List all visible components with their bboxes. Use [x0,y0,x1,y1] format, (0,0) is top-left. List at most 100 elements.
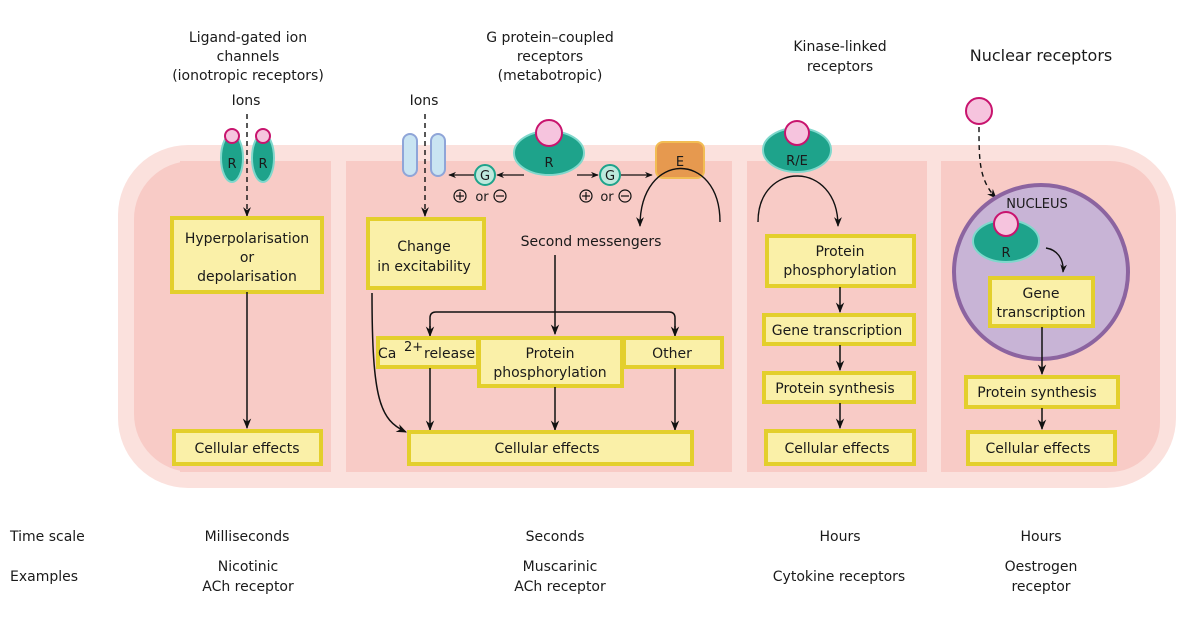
box-cellular-effects: Cellular effects [172,429,323,466]
enzyme-cycle-arrow [636,167,721,227]
ions-label: Ions [410,93,439,109]
box-cellular-effects: Cellular effects [407,430,694,466]
svg-text:Protein: Protein [525,346,574,362]
svg-text:channels: channels [217,49,280,65]
ligand-icon [255,128,271,144]
example-nuclear: Oestrogen receptor [1005,559,1078,595]
box-calcium-release: Ca 2+ release [376,336,480,369]
box-gene-transcription: Gene transcription [988,276,1095,328]
svg-text:phosphorylation: phosphorylation [783,263,896,279]
svg-text:Change: Change [397,239,451,255]
svg-text:E: E [676,155,684,170]
nucleus: NUCLEUS [952,183,1130,361]
svg-text:depolarisation: depolarisation [197,269,297,285]
svg-text:ACh receptor: ACh receptor [202,579,294,595]
minus-icon [618,189,632,203]
time-scale-row-label: Time scale [9,529,85,545]
branch-arrow [429,311,676,334]
svg-text:Cellular effects: Cellular effects [985,441,1090,457]
receptor-label: R [1001,246,1010,261]
example-kinase: Cytokine receptors [773,569,905,585]
svg-text:transcription: transcription [996,305,1085,321]
title-ligand-gated: Ligand-gated ion channels (ionotropic re… [172,30,324,84]
box-cellular-effects: Cellular effects [764,429,916,466]
svg-text:Cellular effects: Cellular effects [194,441,299,457]
enzyme-effector: E [655,141,705,179]
modulation-left: or [453,189,507,205]
arrow [1045,247,1067,273]
svg-text:receptors: receptors [517,49,583,65]
panel-gpcr [346,161,732,472]
svg-text:Gene: Gene [1023,286,1060,302]
title-kinase-linked: Kinase-linked receptors [793,39,886,75]
svg-text:Protein synthesis: Protein synthesis [977,385,1096,401]
box-change-excitability: Change in excitability [366,217,486,290]
svg-text:G protein–coupled: G protein–coupled [486,30,613,46]
svg-text:Oestrogen: Oestrogen [1005,559,1078,575]
svg-text:receptors: receptors [807,59,873,75]
svg-text:G: G [605,169,615,184]
example-gpcr: Muscarinic ACh receptor [514,559,606,595]
ligand-icon [993,211,1019,237]
time-scale-kinase: Hours [819,529,860,545]
svg-text:Ligand-gated ion: Ligand-gated ion [189,30,307,46]
svg-text:or: or [475,190,489,205]
box-protein-synthesis: Protein synthesis [964,375,1120,409]
svg-text:2+: 2+ [404,340,423,355]
receptor-label: R/E [786,154,808,169]
receptor-label: R [258,157,267,172]
excitability-arrow [371,292,407,433]
ions-label: Ions [232,93,261,109]
plus-icon [453,189,467,203]
box-protein-phosphorylation: Protein phosphorylation [765,234,916,288]
svg-text:receptor: receptor [1011,579,1070,595]
svg-text:Other: Other [652,346,692,362]
svg-text:Cytokine receptors: Cytokine receptors [773,569,905,585]
ligand-icon [535,119,563,147]
kinase-receptor: R/E [762,120,832,173]
example-ligand-gated: Nicotinic ACh receptor [202,559,294,595]
svg-text:or: or [240,250,255,266]
svg-text:G: G [480,169,490,184]
nuclear-receptor: R [972,211,1040,263]
svg-text:Cellular effects: Cellular effects [494,441,599,457]
svg-text:Kinase-linked: Kinase-linked [793,39,886,55]
svg-text:phosphorylation: phosphorylation [493,365,606,381]
modulation-right: or [579,189,632,205]
box-protein-synthesis: Protein synthesis [762,371,916,404]
svg-text:Nuclear receptors: Nuclear receptors [970,46,1113,65]
nucleus-label: NUCLEUS [1006,197,1068,212]
svg-text:Gene transcription: Gene transcription [772,323,902,339]
second-messengers-label: Second messengers [521,234,662,250]
ion-channel-receptor: R R [220,128,275,183]
g-protein-left: G [474,164,496,186]
autophosphorylation-arrow [757,175,842,227]
svg-text:in excitability: in excitability [377,259,471,275]
minus-icon [493,189,507,203]
plus-icon [579,189,593,203]
box-hyperpolarisation: Hyperpolarisation or depolarisation [170,216,324,294]
ligand-icon [224,128,240,144]
svg-text:Cellular effects: Cellular effects [784,441,889,457]
box-other: Other [622,336,724,369]
svg-text:or: or [600,190,614,205]
ion-channel-icon [402,133,446,177]
ligand-icon [965,97,993,125]
receptor-label: R [544,156,553,171]
title-gpcr: G protein–coupled receptors (metabotropi… [486,30,613,84]
svg-text:Protein synthesis: Protein synthesis [775,381,894,397]
svg-text:Ca: Ca [378,346,396,362]
svg-text:Hyperpolarisation: Hyperpolarisation [185,231,309,247]
box-cellular-effects: Cellular effects [966,430,1117,466]
svg-text:Protein: Protein [815,244,864,260]
time-scale-gpcr: Seconds [526,529,585,545]
receptor-label: R [227,157,236,172]
time-scale-nuclear: Hours [1020,529,1061,545]
svg-text:Muscarinic: Muscarinic [523,559,598,575]
svg-text:(metabotropic): (metabotropic) [498,68,603,84]
ligand-icon [784,120,810,146]
svg-text:(ionotropic receptors): (ionotropic receptors) [172,68,324,84]
box-protein-phosphorylation: Protein phosphorylation [477,336,624,388]
box-gene-transcription: Gene transcription [762,313,916,346]
